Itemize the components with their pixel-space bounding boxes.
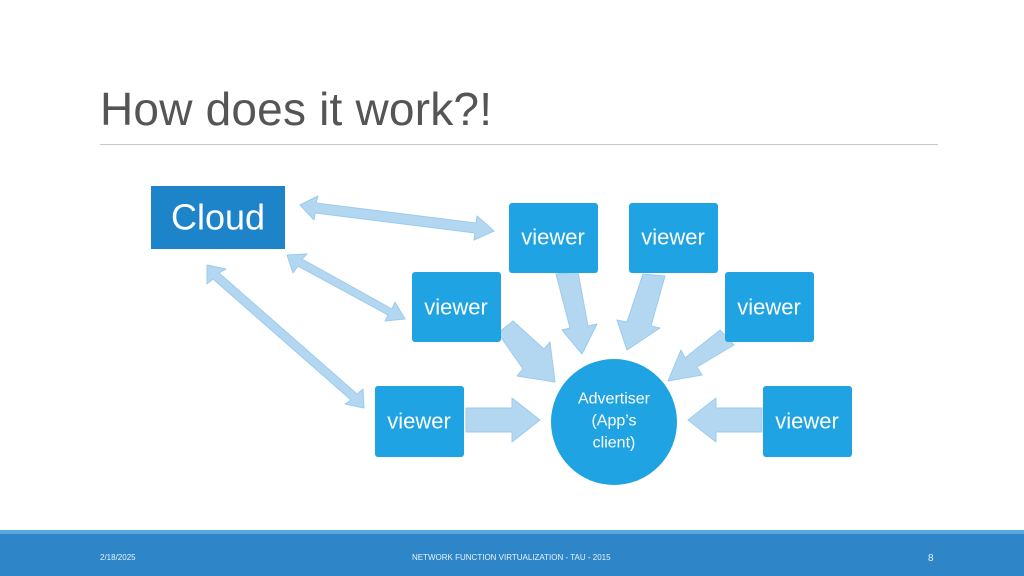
diagram: Cloud viewer viewer viewer viewer viewer… [151, 186, 852, 485]
arrow-cloud-to-viewer-bottom [206, 264, 365, 409]
arrow-viewer-bottomright-to-advertiser [687, 397, 763, 443]
viewer-node-mid-left: viewer [412, 272, 501, 342]
viewer-node-top-1: viewer [509, 203, 598, 273]
viewer-label: viewer [641, 225, 705, 250]
arrow-cloud-to-viewer-top [299, 195, 495, 241]
viewer-node-bottom-left: viewer [375, 386, 464, 457]
viewer-label: viewer [775, 409, 839, 434]
arrow-layer [206, 195, 763, 443]
viewer-label: viewer [737, 295, 801, 320]
viewer-label: viewer [387, 409, 451, 434]
footer-date: 2/18/2025 [100, 553, 136, 562]
cloud-node: Cloud [151, 186, 285, 249]
advertiser-label-line-1: Advertiser [578, 391, 651, 408]
viewer-label: viewer [521, 225, 585, 250]
advertiser-node: Advertiser (App’s client) [551, 359, 677, 485]
advertiser-label-line-2: (App’s [591, 413, 636, 430]
arrow-viewer-mid-to-advertiser [497, 320, 556, 383]
footer-title: NETWORK FUNCTION VIRTUALIZATION - TAU - … [412, 553, 611, 562]
viewer-label: viewer [424, 295, 488, 320]
advertiser-label-line-3: client) [593, 435, 636, 452]
cloud-label: Cloud [171, 197, 265, 238]
title-divider [100, 144, 938, 145]
slide-title: How does it work?! [100, 83, 493, 135]
arrow-viewer-midright-to-advertiser [667, 329, 735, 382]
viewer-node-top-2: viewer [629, 203, 718, 273]
footer-page-number: 8 [928, 553, 934, 564]
viewer-node-bottom-right: viewer [763, 386, 852, 457]
arrow-cloud-to-viewer-mid [286, 253, 406, 322]
viewer-node-mid-right: viewer [725, 272, 814, 342]
arrow-viewer-top1-to-advertiser [555, 271, 598, 355]
footer-bar [0, 530, 1024, 576]
arrow-viewer-bottomleft-to-advertiser [465, 397, 541, 443]
arrow-viewer-top2-to-advertiser [616, 273, 666, 351]
